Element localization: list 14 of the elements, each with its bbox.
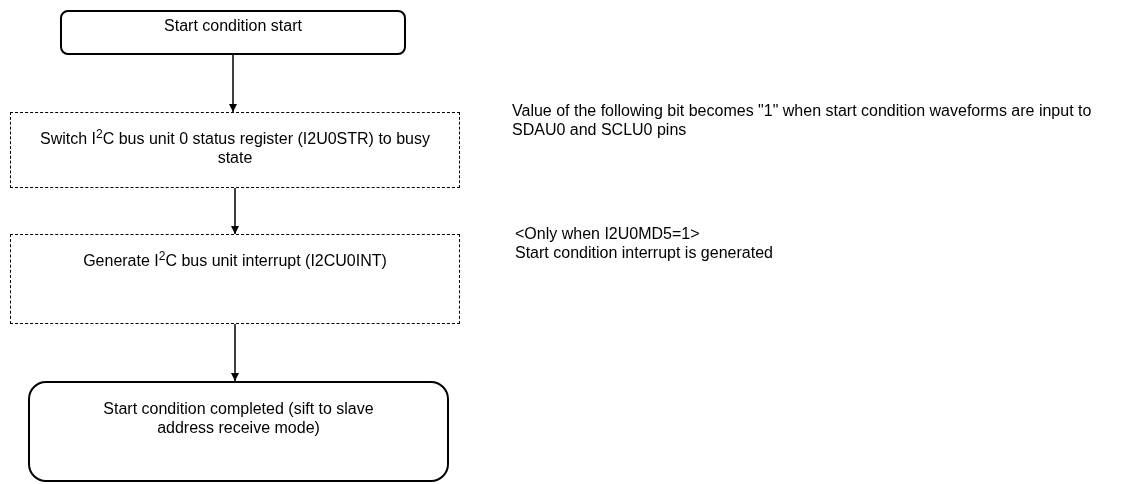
step-text: Start condition completed (sift to slave address receive mode) (102, 399, 375, 437)
arrow (229, 54, 237, 113)
note-text: <Only when I2U0MD5=1> (515, 224, 701, 243)
terminal-box (60, 10, 406, 55)
step-text: Start condition start (163, 16, 303, 35)
note-text: Start condition interrupt is generated (515, 243, 774, 262)
arrow (231, 187, 239, 235)
step-text: Generate I$^{2}$C bus unit interrupt (I2CU0INT) (82, 251, 388, 270)
note-text: Value of the following bit becomes "1" when start condition waveforms are input to SDAU0 and SCLU0 pins (512, 101, 1093, 139)
process-box (10, 234, 460, 324)
arrow (231, 323, 239, 382)
process-box (10, 112, 460, 188)
terminal-box (28, 381, 449, 482)
step-text: Switch I$^{2}$C bus unit 0 status register (I2U0STR) to busy state (39, 129, 431, 167)
